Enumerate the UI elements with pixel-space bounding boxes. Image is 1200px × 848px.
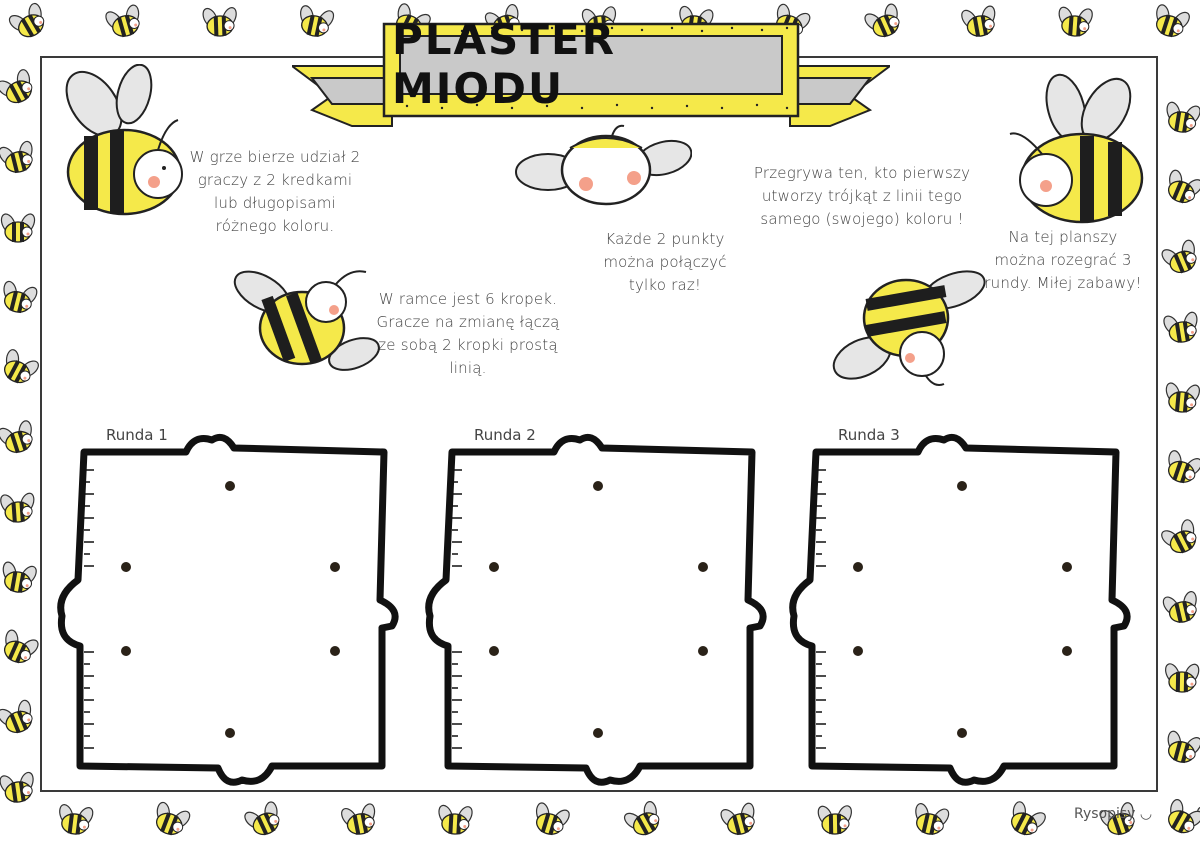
pattern-bee-icon <box>0 768 40 806</box>
pattern-bee-icon <box>0 558 41 596</box>
pattern-bee-icon <box>0 624 44 670</box>
dot-top[interactable] <box>957 481 967 491</box>
pattern-bee-icon <box>618 796 669 843</box>
instruction-players: W grze bierze udział 2 graczy z 2 kredka… <box>189 148 361 235</box>
pattern-bee-icon <box>1158 794 1200 841</box>
bee-illustration-top-center <box>515 124 692 206</box>
pattern-bee-icon <box>715 798 763 840</box>
pattern-bee-icon <box>0 277 42 317</box>
round-label-3: Runda 3 <box>838 426 900 444</box>
pattern-bee-icon <box>0 137 41 177</box>
pattern-bee-icon <box>1158 587 1200 627</box>
dot-upper-left[interactable] <box>853 562 863 572</box>
brand-logo-text: Rysopisy <box>1074 806 1136 822</box>
pattern-bee-icon <box>0 416 41 459</box>
dot-upper-left[interactable] <box>489 562 499 572</box>
pattern-bee-icon <box>1161 660 1200 693</box>
pattern-bee-icon <box>199 4 241 38</box>
dot-lower-left[interactable] <box>121 646 131 656</box>
dot-top[interactable] <box>225 481 235 491</box>
pattern-bee-icon <box>147 797 196 841</box>
dot-upper-left[interactable] <box>121 562 131 572</box>
pattern-bee-icon <box>239 796 289 842</box>
pattern-bee-icon <box>336 799 382 839</box>
dot-top[interactable] <box>593 481 603 491</box>
dot-upper-right[interactable] <box>698 562 708 572</box>
game-board-round-2[interactable] <box>424 430 774 788</box>
pattern-bee-icon <box>957 2 1002 40</box>
pattern-bee-icon <box>434 802 476 836</box>
round-label-2: Runda 2 <box>474 426 536 444</box>
pattern-bee-icon <box>3 0 54 45</box>
dot-lower-right[interactable] <box>698 646 708 656</box>
bee-illustration-top-left <box>65 64 183 216</box>
pattern-bee-icon <box>1159 308 1200 346</box>
pattern-bee-icon <box>0 344 45 391</box>
pattern-bee-icon <box>1159 445 1200 489</box>
instruction-lose: Przegrywa ten, kto pierwszy utworzy trój… <box>753 164 971 228</box>
pattern-bee-icon <box>1147 0 1195 43</box>
pattern-bee-icon <box>527 798 575 840</box>
board-frame <box>425 433 767 786</box>
dot-lower-right[interactable] <box>1062 646 1072 656</box>
pattern-bee-icon <box>1160 98 1200 136</box>
brand-logo: Rysopisy ◡ <box>1074 806 1152 822</box>
pattern-bee-icon <box>1158 165 1200 210</box>
logo-swirl-icon: ◡ <box>1139 806 1153 822</box>
pattern-bee-icon <box>53 801 98 837</box>
game-board-round-1[interactable] <box>56 430 406 788</box>
pattern-bee-icon <box>1054 3 1097 38</box>
instruction-once: Każde 2 punkty można połączyć tylko raz! <box>603 230 727 294</box>
pattern-bee-icon <box>100 0 148 42</box>
pattern-bee-icon <box>0 64 42 111</box>
pattern-bee-icon <box>1001 796 1052 843</box>
bee-illustration-right-middle <box>832 270 986 386</box>
dot-upper-right[interactable] <box>330 562 340 572</box>
board-frame <box>57 433 399 786</box>
dot-bottom[interactable] <box>593 728 603 738</box>
dot-bottom[interactable] <box>225 728 235 738</box>
pattern-bee-icon <box>1159 726 1200 768</box>
dot-bottom[interactable] <box>957 728 967 738</box>
pattern-bee-icon <box>0 489 39 524</box>
instruction-dots: W ramce jest 6 kropek. Gracze na zmianę … <box>376 290 560 377</box>
bee-illustration-left-middle <box>233 270 380 371</box>
dot-lower-right[interactable] <box>330 646 340 656</box>
title-banner <box>292 22 890 127</box>
pattern-bee-icon <box>1156 235 1200 280</box>
pattern-bee-icon <box>814 802 856 835</box>
board-frame <box>789 433 1131 786</box>
pattern-bee-icon <box>1161 379 1200 415</box>
instruction-rounds: Na tej planszy można rozegrać 3 rundy. M… <box>984 228 1142 292</box>
bee-illustration-top-right <box>1009 73 1144 224</box>
page-title: PLASTER MIODU <box>392 15 616 113</box>
game-board-round-3[interactable] <box>788 430 1138 788</box>
dot-upper-right[interactable] <box>1062 562 1072 572</box>
pattern-bee-icon <box>907 799 954 839</box>
dot-lower-left[interactable] <box>489 646 499 656</box>
pattern-bee-icon <box>0 211 38 243</box>
pattern-bee-icon <box>1155 514 1200 561</box>
pattern-bee-icon <box>0 695 42 740</box>
dot-lower-left[interactable] <box>853 646 863 656</box>
round-label-1: Runda 1 <box>106 426 168 444</box>
